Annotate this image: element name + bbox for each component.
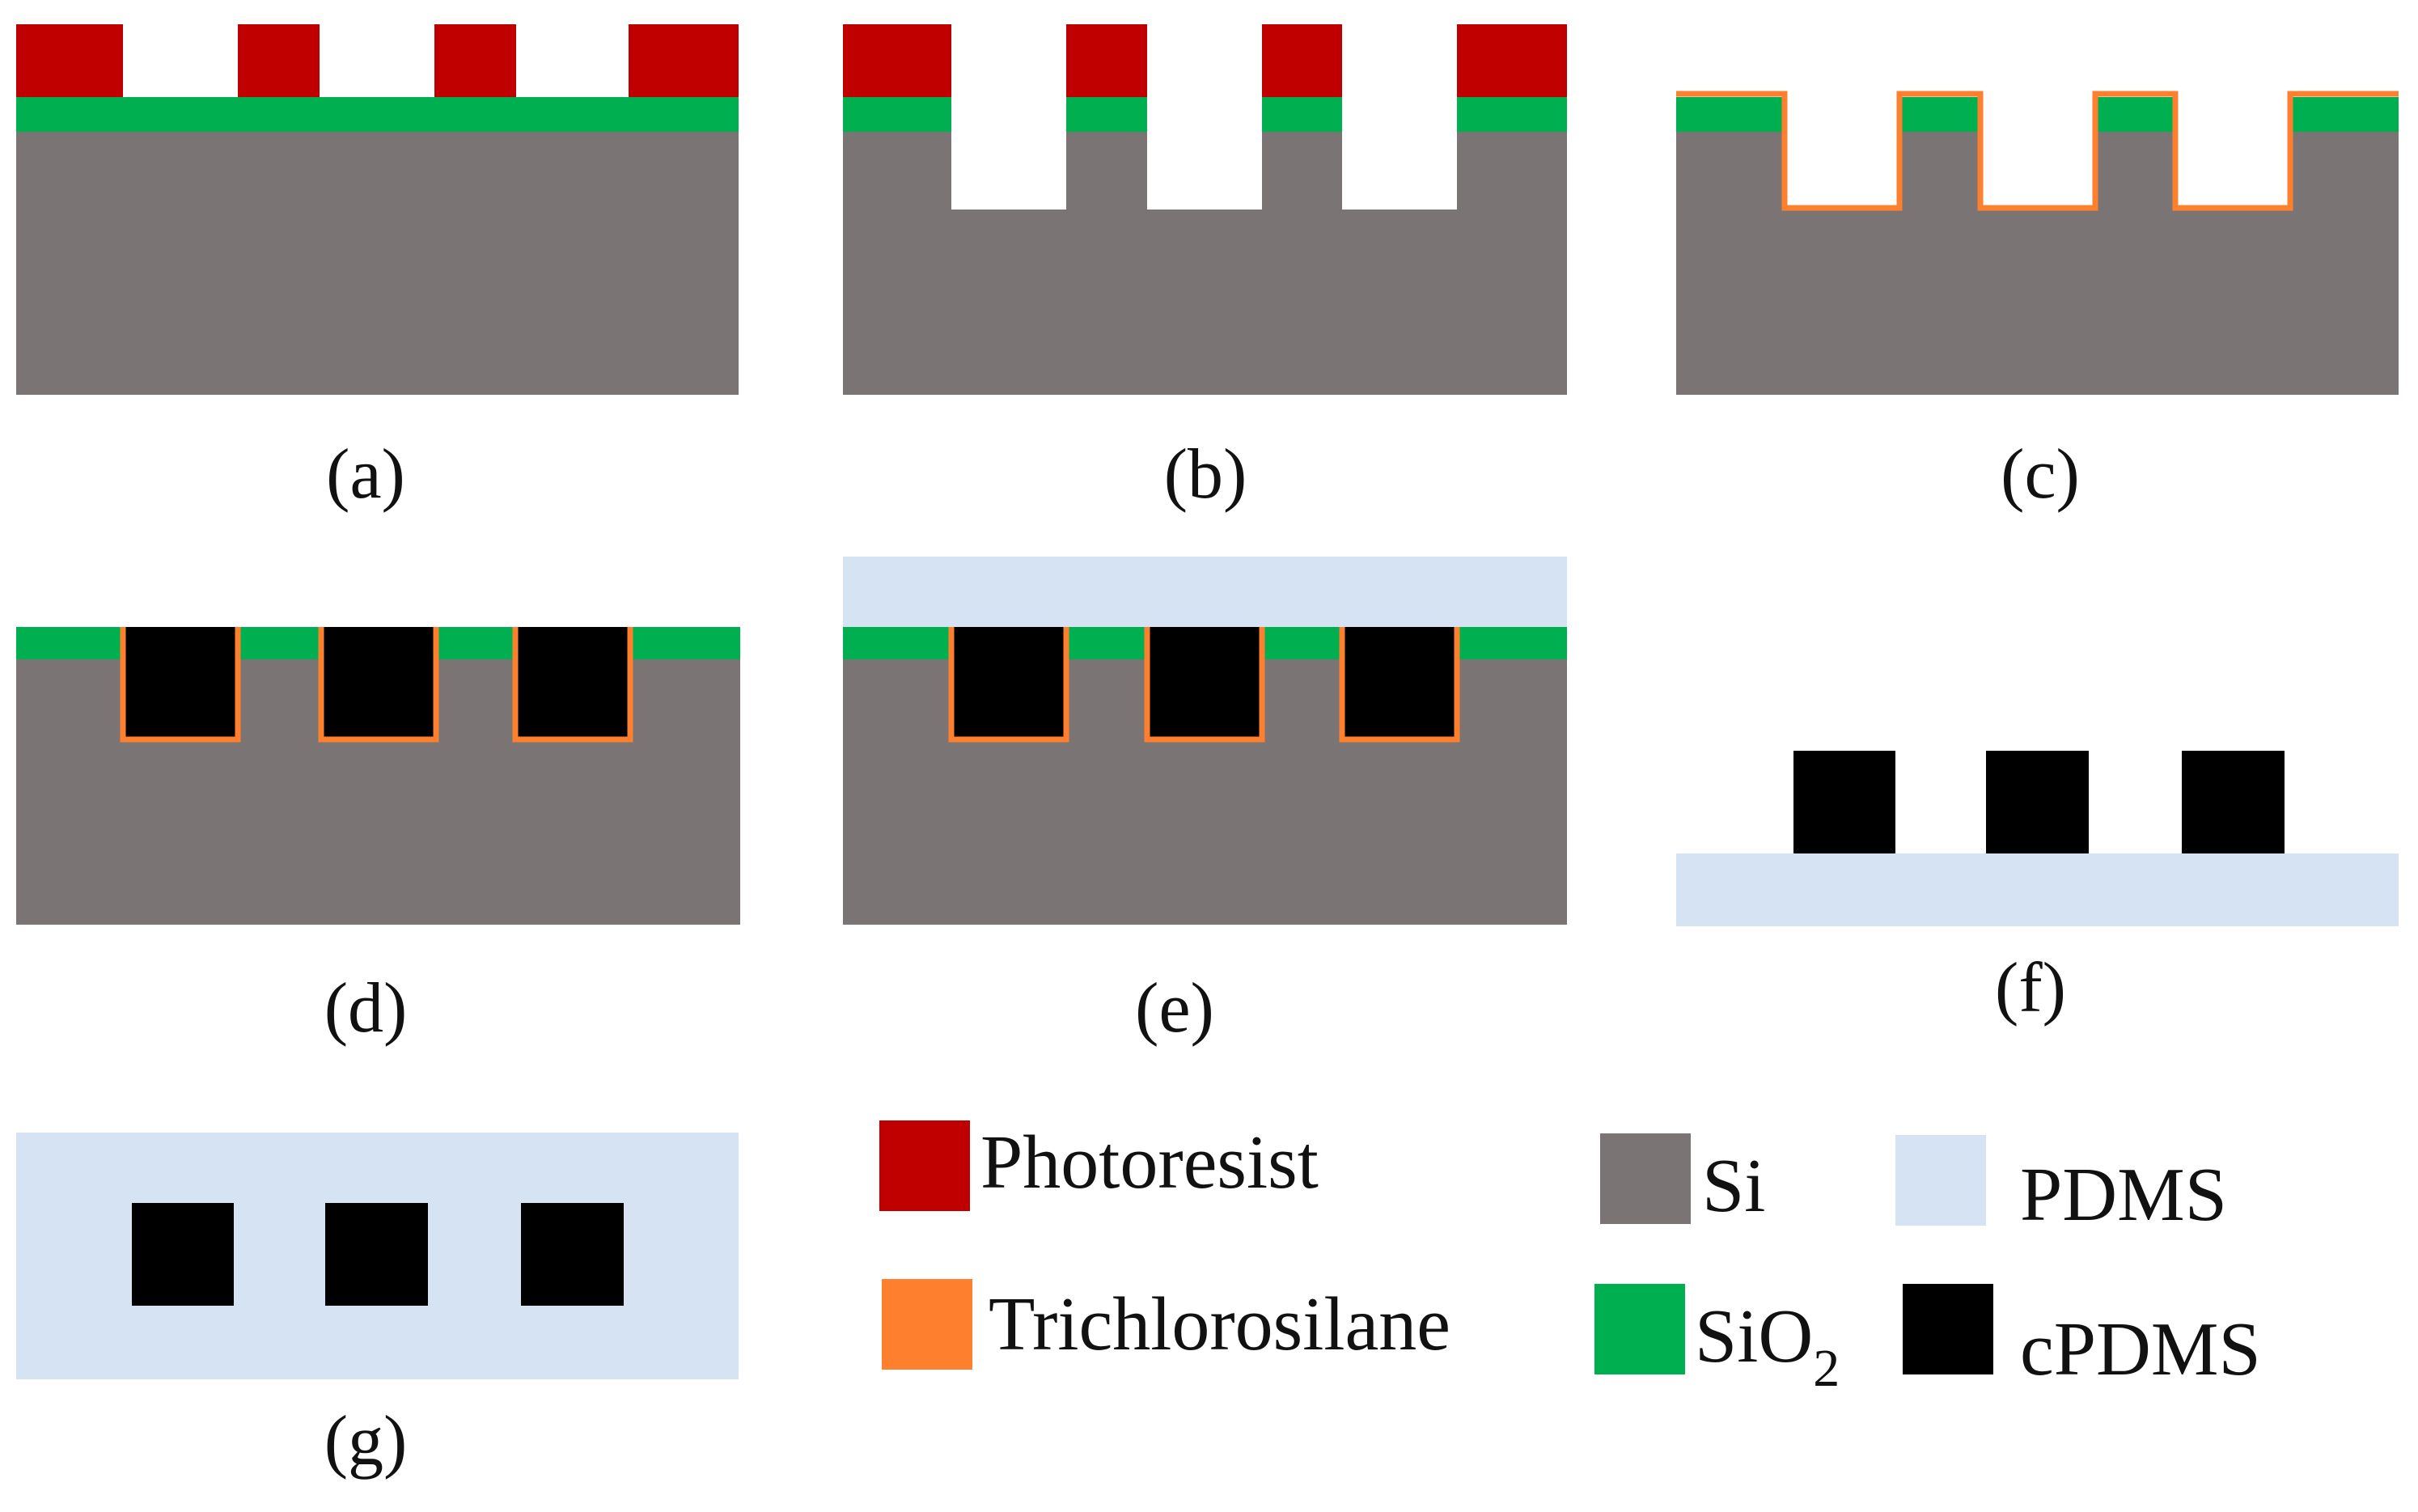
panel-c-label: (c): [2001, 435, 2080, 514]
panel-g-label: (g): [324, 1402, 408, 1480]
si-substrate: [16, 132, 739, 395]
cpdms-block: [1793, 751, 1895, 853]
cpdms-block: [1986, 751, 2089, 853]
trichlorosilane-coating: [120, 627, 241, 743]
legend-item-trichlorosilane: Trichlorosilane: [882, 1279, 1450, 1370]
pdms-layer: [843, 557, 1567, 627]
trichlorosilane-legend-label: Trichlorosilane: [989, 1282, 1450, 1366]
pdms-legend-label: PDMS: [2020, 1153, 2227, 1237]
cpdms-block: [123, 627, 238, 739]
pdms-substrate: [1676, 853, 2399, 926]
panel-a-label: (a): [326, 435, 405, 514]
trench: [1980, 132, 2095, 210]
sio2-layer: [1066, 97, 1147, 132]
trench: [1342, 132, 1457, 210]
panel-f-label: (f): [1995, 949, 2066, 1027]
cpdms-block: [1342, 627, 1457, 739]
cpdms-block: [321, 627, 436, 739]
legend: Photoresist Trichlorosilane Si SiO2 PDMS…: [879, 1120, 2261, 1398]
photoresist-block: [434, 24, 516, 97]
sio2-legend-subscript: 2: [1813, 1339, 1840, 1398]
trichlorosilane-swatch: [882, 1279, 972, 1370]
cpdms-block: [325, 1203, 428, 1306]
panel-e: (e): [843, 557, 1567, 1048]
sio2-layer: [1899, 97, 1980, 132]
legend-item-cpdms: cPDMS: [1903, 1284, 2261, 1391]
cpdms-swatch: [1903, 1284, 1993, 1374]
photoresist-block: [843, 24, 951, 97]
photoresist-block: [629, 24, 739, 97]
trench: [1147, 132, 1262, 210]
trench: [951, 132, 1066, 210]
panel-f: (f): [1676, 751, 2399, 1027]
panel-c: (c): [1676, 91, 2399, 514]
photoresist-legend-label: Photoresist: [980, 1120, 1319, 1205]
legend-item-si: Si: [1600, 1133, 1765, 1228]
trichlorosilane-coating: [318, 627, 439, 743]
photoresist-block: [1457, 24, 1567, 97]
panel-b-label: (b): [1164, 435, 1247, 514]
sio2-layer: [843, 97, 951, 132]
trichlorosilane-coating: [948, 627, 1069, 743]
trichlorosilane-coating: [1676, 91, 2399, 211]
sio2-legend-label: SiO2: [1695, 1294, 1840, 1398]
sio2-layer: [2095, 97, 2175, 132]
sio2-legend-base: SiO: [1695, 1294, 1813, 1379]
panel-d-label: (d): [324, 969, 408, 1048]
sio2-layer: [2290, 97, 2399, 132]
cpdms-block: [132, 1203, 234, 1306]
trichlorosilane-coating: [1339, 627, 1460, 743]
cpdms-block: [521, 1203, 624, 1306]
photoresist-block: [1066, 24, 1147, 97]
photoresist-block: [16, 24, 123, 97]
si-legend-label: Si: [1702, 1144, 1765, 1228]
pdms-swatch: [1895, 1135, 1986, 1226]
trichlorosilane-coating: [512, 627, 633, 743]
panel-a: (a): [16, 24, 739, 514]
legend-item-sio2: SiO2: [1594, 1284, 1840, 1398]
panel-b: (b): [843, 24, 1567, 514]
sio2-layer: [1676, 97, 1785, 132]
trichlorosilane-coating: [1144, 627, 1265, 743]
trench: [1785, 132, 1899, 210]
sio2-layer: [16, 97, 739, 132]
cpdms-legend-label: cPDMS: [2020, 1307, 2261, 1391]
panel-e-label: (e): [1135, 969, 1214, 1048]
sio2-layer: [1262, 97, 1342, 132]
photoresist-block: [238, 24, 320, 97]
panel-d: (d): [16, 627, 740, 1048]
cpdms-block: [951, 627, 1066, 739]
photoresist-swatch: [879, 1120, 970, 1211]
photoresist-block: [1262, 24, 1342, 97]
panel-g: (g): [16, 1133, 739, 1480]
legend-item-photoresist: Photoresist: [879, 1120, 1319, 1211]
trench: [2175, 132, 2290, 210]
cpdms-block: [1147, 627, 1262, 739]
sio2-layer: [1457, 97, 1567, 132]
si-swatch: [1600, 1133, 1691, 1224]
cpdms-block: [2182, 751, 2285, 853]
cpdms-block: [515, 627, 630, 739]
sio2-swatch: [1594, 1284, 1685, 1374]
legend-item-pdms: PDMS: [1895, 1135, 2227, 1237]
